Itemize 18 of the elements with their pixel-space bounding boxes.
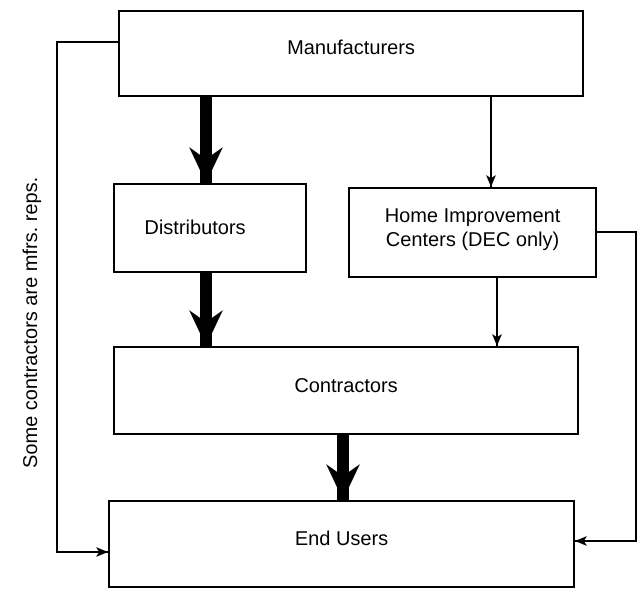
arrow bbox=[486, 97, 496, 187]
arrow bbox=[492, 278, 502, 346]
arrow bbox=[189, 97, 223, 183]
process-box bbox=[113, 183, 307, 273]
process-box bbox=[118, 10, 584, 97]
arrow bbox=[575, 231, 637, 546]
arrow bbox=[189, 273, 223, 346]
box-label: Distributors bbox=[144, 216, 246, 240]
process-box bbox=[108, 500, 575, 588]
arrow bbox=[56, 41, 118, 557]
box-label: Home Improvement Centers (DEC only) bbox=[384, 204, 562, 252]
box-label: Contractors bbox=[294, 374, 398, 398]
box-label: Manufacturers bbox=[287, 36, 415, 60]
process-box bbox=[113, 346, 579, 435]
process-box bbox=[348, 187, 597, 278]
edge-label: Some contractors are mfrs. reps. bbox=[20, 176, 43, 468]
box-label: End Users bbox=[294, 527, 388, 551]
arrow bbox=[326, 435, 360, 500]
